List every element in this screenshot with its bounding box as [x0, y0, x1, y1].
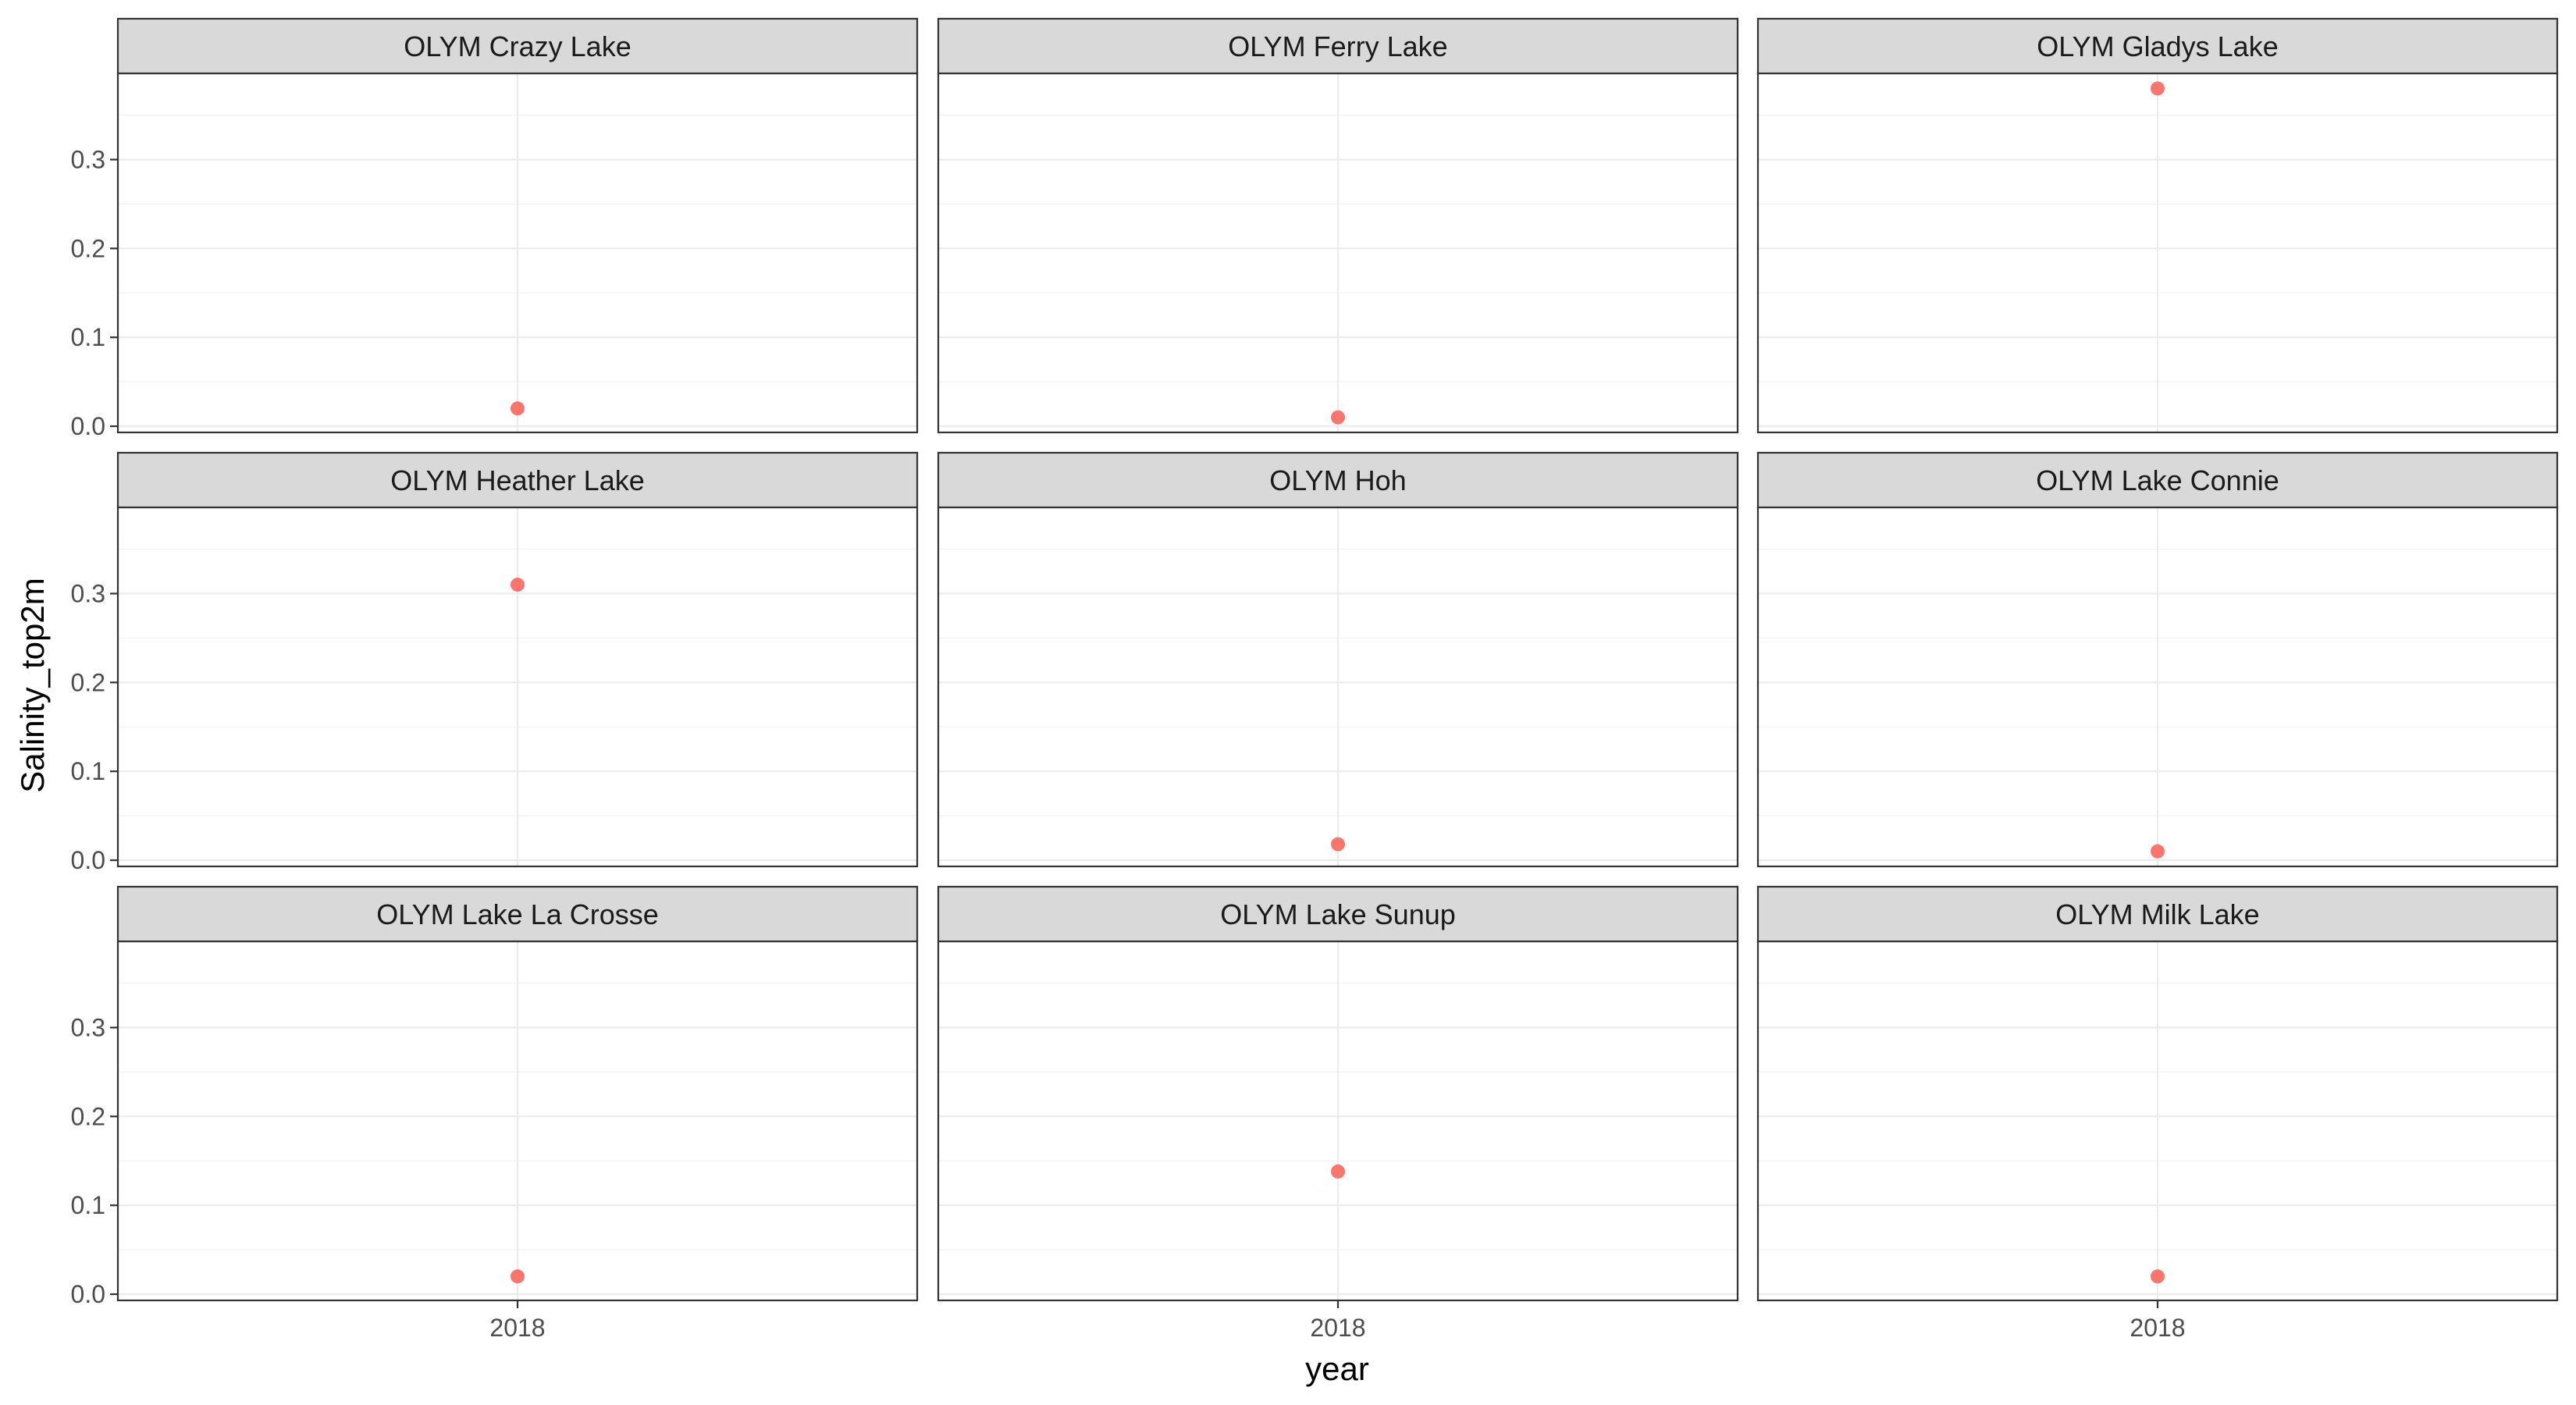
data-point: [1331, 410, 1345, 425]
facet-strip-label: OLYM Lake La Crosse: [376, 898, 659, 930]
facet-strip: [1756, 17, 2559, 75]
facet-strip: [937, 17, 1739, 75]
facet-strip-label: OLYM Lake Connie: [2036, 464, 2279, 496]
data-point: [1331, 1164, 1345, 1179]
data-point: [2151, 81, 2165, 96]
y-tick-label: 0.3: [71, 1013, 105, 1041]
data-point: [1331, 837, 1345, 852]
facet-strip-label: OLYM Hoh: [1269, 464, 1406, 496]
x-tick-label: 2018: [2129, 1314, 2185, 1342]
data-point: [2151, 844, 2165, 859]
facet-strip: [116, 885, 919, 943]
data-point: [511, 401, 525, 416]
y-tick-label: 0.1: [71, 323, 105, 351]
data-point: [511, 578, 525, 592]
facet-strip: [116, 17, 919, 75]
y-tick-label: 0.2: [71, 1102, 105, 1130]
y-tick-label: 0.3: [71, 579, 105, 607]
facet-strip-label: OLYM Milk Lake: [2055, 898, 2259, 930]
y-tick-label: 0.0: [71, 846, 105, 874]
facet-strip: [1756, 451, 2559, 509]
data-point: [511, 1269, 525, 1284]
facet-strip-label: OLYM Lake Sunup: [1220, 898, 1456, 930]
y-tick-label: 0.3: [71, 145, 105, 173]
y-tick-label: 0.0: [71, 412, 105, 440]
y-axis-title: Salinity_top2m: [14, 578, 51, 792]
facet-strip-label: OLYM Ferry Lake: [1228, 30, 1447, 62]
data-point: [2151, 1269, 2165, 1284]
x-axis-title: year: [1305, 1350, 1369, 1387]
facet-strip-label: OLYM Heather Lake: [390, 464, 645, 496]
x-tick-label: 2018: [489, 1314, 545, 1342]
facet-strip-label: OLYM Crazy Lake: [404, 30, 631, 62]
y-tick-label: 0.2: [71, 668, 105, 696]
x-tick-label: 2018: [1310, 1314, 1365, 1342]
y-tick-label: 0.1: [71, 757, 105, 785]
y-tick-label: 0.1: [71, 1191, 105, 1219]
y-tick-label: 0.2: [71, 234, 105, 262]
y-tick-label: 0.0: [71, 1280, 105, 1308]
facet-strip: [937, 451, 1739, 509]
facet-strip: [116, 451, 919, 509]
facet-strip: [1756, 885, 2559, 943]
facet-strip: [937, 885, 1739, 943]
facet-strip-label: OLYM Gladys Lake: [2037, 30, 2278, 62]
